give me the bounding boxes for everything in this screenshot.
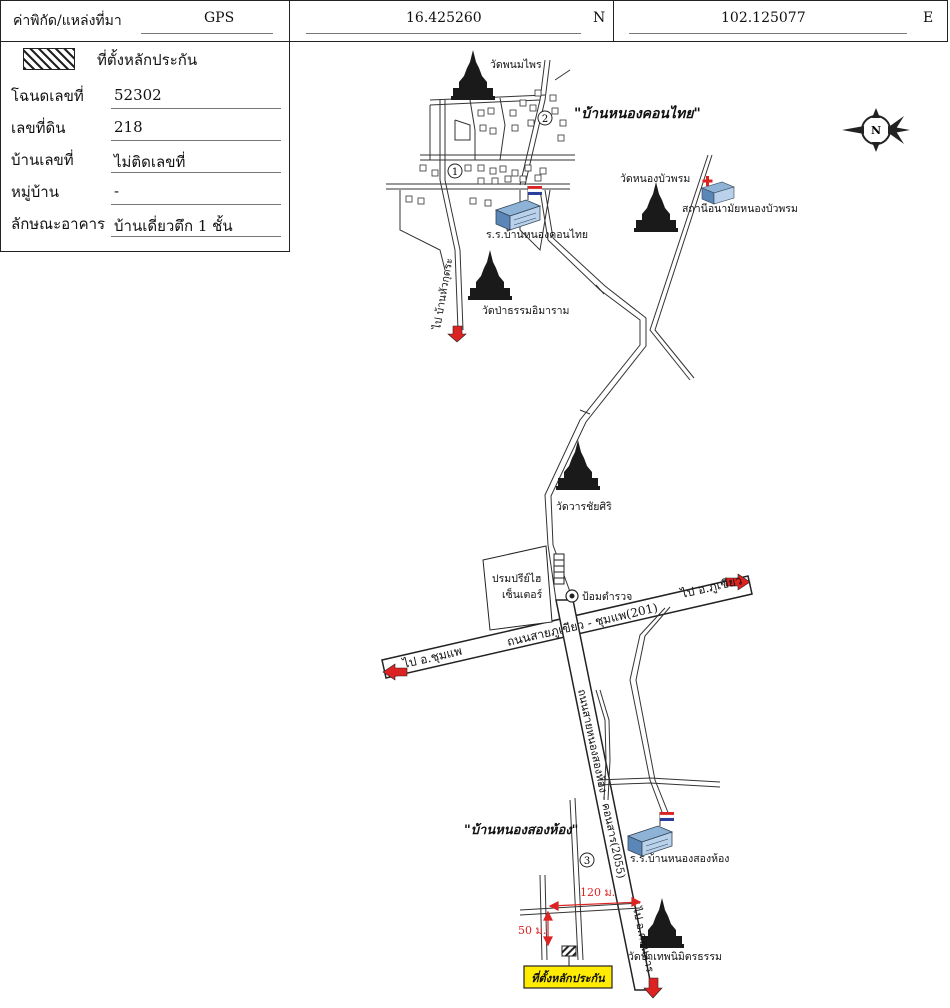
property-info-box: ที่ตั้งหลักประกัน โฉนดเลขที่ 52302 เลขที… [0,40,290,252]
circle-marker-2: 2 [537,110,553,126]
label-temple-wanchai: วัดวารชัยศิริ [556,501,612,513]
temple-icon [468,250,512,300]
police-box-icon [565,589,579,603]
coordinate-bar: ค่าพิกัด/แหล่งที่มา GPS 16.425260 N 102.… [0,0,948,42]
label-gas-station-2: เซ็นเตอร์ [502,587,543,601]
arrow-to-khon-san [643,977,663,999]
label-village-south: "บ้านหนองสองห้อง" [464,822,578,838]
arrow-to-chum-phae [382,663,408,681]
label-distance-50: 50 ม. [518,924,546,937]
label-gas-station-1: ปรมปรีย์ไฮ [492,572,541,585]
legend-collateral-label: ที่ตั้งหลักประกัน [97,51,198,69]
distance-120-line [548,897,642,911]
info-label-title-deed: โฉนดเลขที่ [11,87,84,105]
collateral-tag-box [523,965,613,989]
health-station-icon [701,176,735,205]
south-side-roads [519,606,721,961]
label-collateral-tag: ที่ตั้งหลักประกัน [531,970,605,985]
school-icon [627,811,675,857]
info-label-house-no: บ้านเลขที่ [11,151,74,169]
road-marks [579,284,605,415]
info-value-house-no: ไม่ติดเลขที่ [114,153,186,171]
collateral-marker [561,945,577,957]
compass-icon: N [842,108,910,152]
info-value-building: บ้านเดี่ยวตึก 1 ชั้น [114,217,233,235]
collateral-hatch-swatch [23,48,75,70]
label-temple-pa-dhamma: วัดป่าธรรมอิมาราม [482,305,569,317]
info-value-title-deed: 52302 [114,86,162,104]
gas-station-block [482,545,565,631]
label-school-south: ร.ร.บ้านหนองสองห้อง [630,853,729,865]
label-to-hua-kutsa: ไป บ้านหัวกุดระ [430,257,456,331]
info-value-village: - [114,182,120,200]
longitude-value: 102.125077 [721,10,806,26]
label-distance-120: 120 ม. [580,886,615,899]
circle-marker-1: 1 [447,163,463,179]
info-label-land-no: เลขที่ดิน [11,119,66,137]
info-value-land-no: 218 [114,118,143,136]
latitude-unit: N [593,10,606,26]
latitude-value: 16.425260 [406,10,482,26]
arrow-to-phu-khiao [725,573,751,591]
distance-50-line [543,910,553,947]
direction-arrows [382,325,751,999]
info-label-building: ลักษณะอาคาร [11,215,106,233]
village-north-houses [405,89,567,207]
svg-text:2: 2 [542,114,548,125]
circle-marker-3: 3 [579,852,595,868]
label-police-box: ป้อมตำรวจ [582,591,632,603]
label-temple-phanom-phrai: วัดพนมไพร [490,58,542,71]
label-temple-pa-mitr: วัดป่าเทพนิมิตรธรรม [628,951,722,963]
label-village-north: "บ้านหนองคอนไทย" [574,105,701,122]
compass-north-label: N [871,124,881,137]
arrow-to-hua-kutsa [447,325,467,343]
svg-text:1: 1 [452,167,458,178]
longitude-unit: E [923,10,934,26]
temple-icon [634,182,678,232]
temple-icon [556,440,600,490]
label-school-north: ร.ร.บ้านหนองคอนไทย [486,228,588,241]
coord-source: GPS [204,10,235,26]
school-icon [495,185,543,231]
coord-label: ค่าพิกัด/แหล่งที่มา [13,13,122,29]
info-label-village: หมู่บ้าน [11,183,59,201]
label-health-station: สถานีอนามัยหนองบัวพรม [682,202,798,215]
label-temple-nong-bua-phrom: วัดหนองบัวพรม [620,173,690,185]
svg-text:3: 3 [584,856,590,867]
temple-icon [451,50,495,100]
